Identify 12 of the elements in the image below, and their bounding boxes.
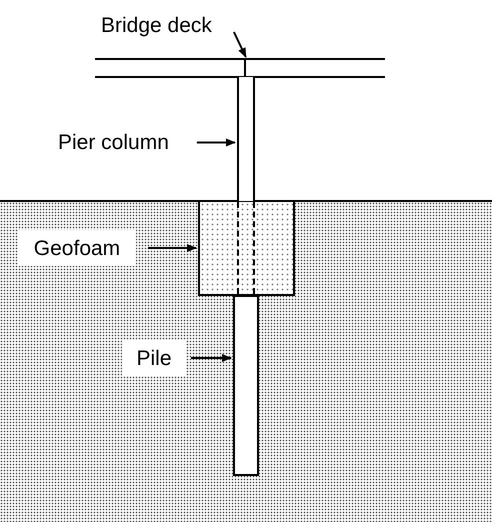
part-label: Pier column — [58, 132, 169, 153]
bridge-deck — [95, 58, 385, 78]
part-label: Pile — [122, 340, 186, 376]
part-label: Bridge deck — [101, 15, 212, 36]
pile — [233, 295, 259, 476]
leader-arrow — [191, 354, 232, 362]
pier-column — [237, 77, 255, 201]
leader-arrow — [196, 138, 236, 146]
leader-arrow — [148, 244, 197, 252]
leader-arrow — [233, 32, 247, 58]
part-label: Geofoam — [18, 230, 136, 266]
geofoam-block — [198, 200, 295, 296]
